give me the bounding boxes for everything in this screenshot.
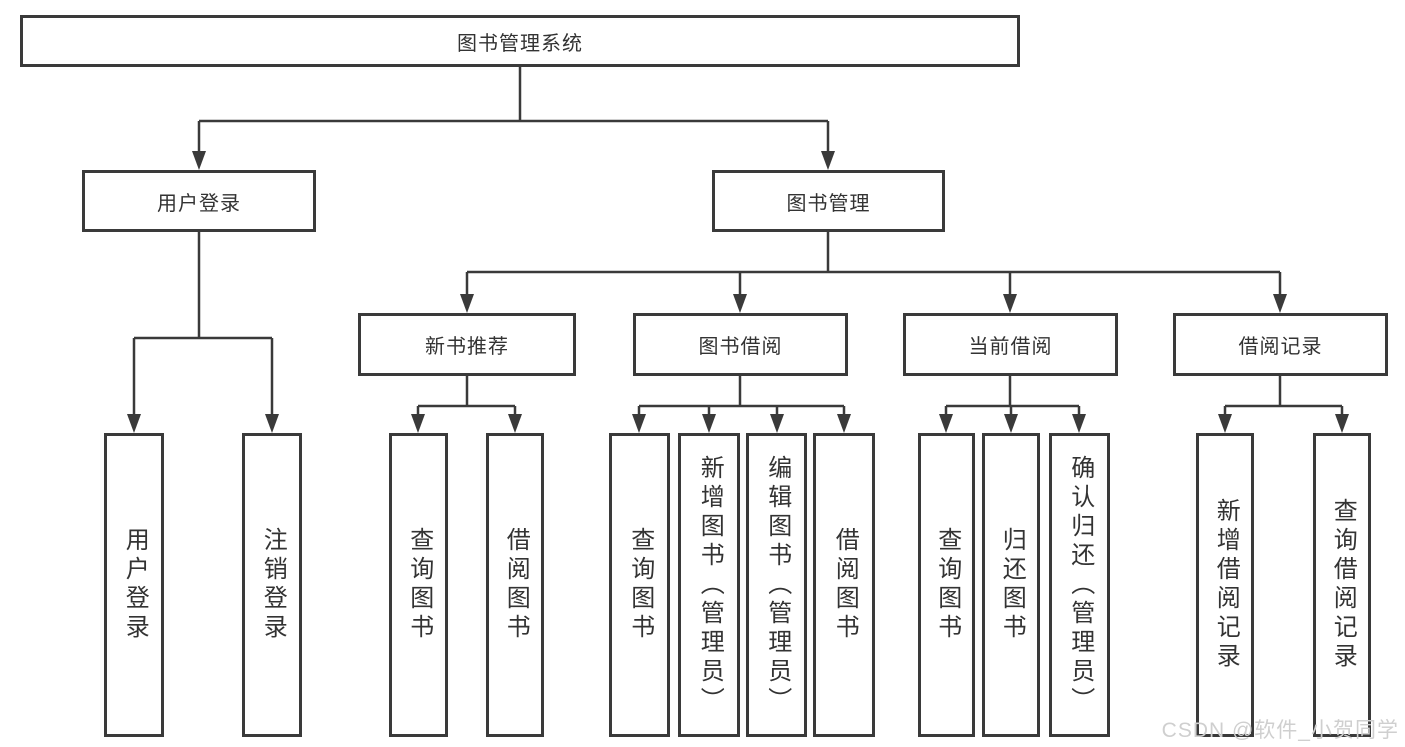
node-user-login-module: 用户登录: [82, 170, 316, 232]
node-label: 图书借阅: [698, 336, 783, 358]
node-label: 图书管理: [786, 192, 871, 215]
node-label: 当前借阅: [968, 336, 1053, 358]
node-label: 新增借阅记录: [1212, 498, 1240, 672]
node-label: 编辑图书（管理员）: [763, 454, 791, 716]
node-label: 新书推荐: [425, 336, 509, 358]
node-query-books-borrowing: 查询图书: [609, 433, 670, 737]
node-new-book-recommendation: 新书推荐: [358, 313, 576, 376]
node-label: 用户登录: [121, 527, 149, 643]
node-borrow-books-recommendation: 借阅图书: [486, 433, 544, 737]
node-library-management-system: 图书管理系统: [20, 15, 1020, 67]
node-label: 用户登录: [157, 192, 241, 215]
node-add-borrow-record: 新增借阅记录: [1196, 433, 1254, 737]
node-label: 借阅记录: [1238, 336, 1323, 358]
node-label: 确认归还（管理员）: [1066, 454, 1094, 716]
node-book-management-module: 图书管理: [712, 170, 945, 232]
node-return-books: 归还图书: [982, 433, 1040, 737]
node-query-books-current: 查询图书: [918, 433, 975, 737]
node-label: 查询图书: [405, 527, 433, 643]
node-add-books-admin: 新增图书（管理员）: [678, 433, 740, 737]
node-user-login: 用户登录: [104, 433, 164, 737]
node-borrowing-records: 借阅记录: [1173, 313, 1388, 376]
node-label: 图书管理系统: [457, 32, 583, 55]
node-label: 归还图书: [998, 527, 1026, 643]
watermark: CSDN @软件_小贺同学: [1161, 719, 1399, 742]
node-label: 借阅图书: [831, 527, 859, 643]
node-query-borrow-record: 查询借阅记录: [1313, 433, 1371, 737]
node-book-borrowing: 图书借阅: [633, 313, 848, 376]
node-label: 查询图书: [933, 527, 961, 643]
node-current-borrowing: 当前借阅: [903, 313, 1118, 376]
node-query-books-recommendation: 查询图书: [389, 433, 448, 737]
node-label: 注销登录: [259, 527, 287, 643]
node-confirm-return-admin: 确认归还（管理员）: [1049, 433, 1110, 737]
node-borrow-books: 借阅图书: [813, 433, 875, 737]
node-edit-books-admin: 编辑图书（管理员）: [746, 433, 807, 737]
node-label: 查询图书: [626, 527, 654, 643]
node-logout: 注销登录: [242, 433, 302, 737]
node-label: 查询借阅记录: [1329, 498, 1357, 672]
node-label: 新增图书（管理员）: [696, 454, 724, 716]
node-label: 借阅图书: [502, 527, 530, 643]
